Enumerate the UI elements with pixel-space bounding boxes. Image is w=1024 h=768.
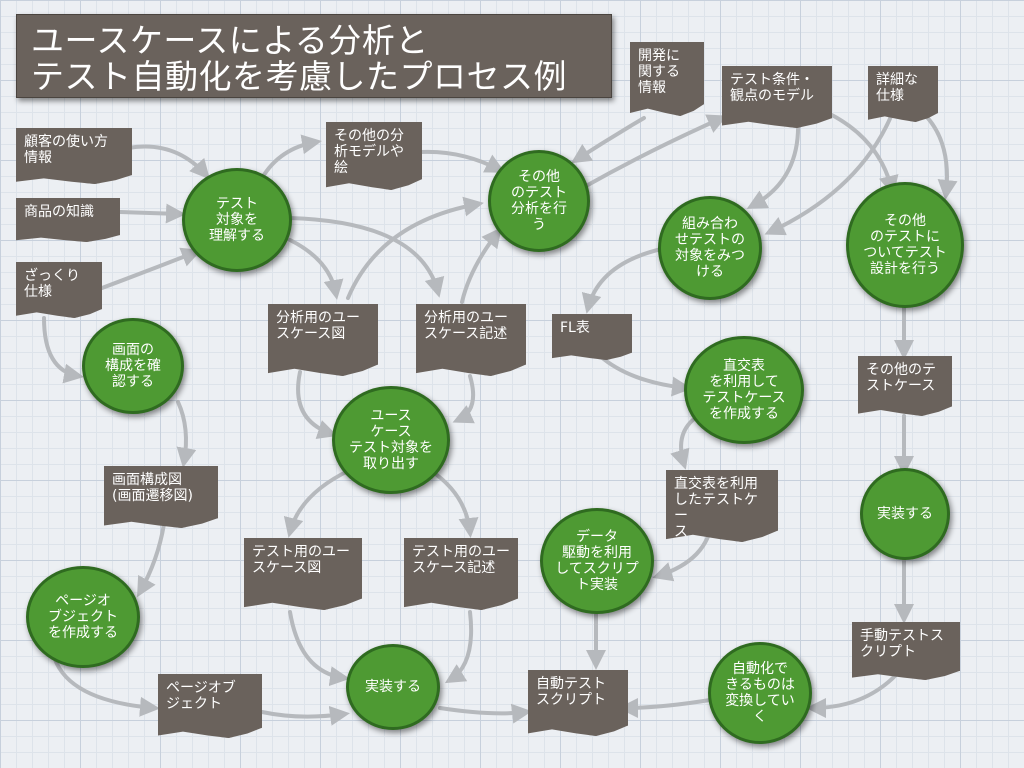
- process-design-other-label: その他 のテストに ついてテスト 設計を行う: [863, 213, 947, 277]
- arrow-ucdiagram-to-extract: [296, 370, 338, 440]
- doc-customer-usage-label: 顧客の使い方 情報: [24, 134, 108, 166]
- doc-customer-usage: 顧客の使い方 情報: [16, 128, 132, 184]
- arrow-othermodels-to-analyzeother: [418, 149, 506, 173]
- process-automate-convert: 自動化で きるものは 変換してい く: [708, 642, 812, 744]
- arrow-pageobjdoc-to-implement: [260, 705, 350, 726]
- process-create-orthogonal-label: 直交表 を利用して テストケース を作成する: [702, 358, 786, 422]
- arrow-testucdiagram-to-implement: [288, 610, 350, 687]
- doc-other-testcases-label: その他のテ ストケース: [866, 362, 936, 394]
- arrow-fl-to-orthogonal: [598, 354, 692, 397]
- doc-dev-info: 開発に 関する 情報: [630, 42, 704, 116]
- arrow-understand-to-othermodels: [260, 134, 322, 180]
- doc-dev-info-label: 開発に 関する 情報: [638, 48, 680, 96]
- doc-screen-diagram: 画面構成図 (画面遷移図): [104, 466, 218, 528]
- doc-test-condition-model-label: テスト条件・ 観点のモデル: [730, 72, 814, 104]
- process-implement-right-label: 実装する: [877, 506, 933, 522]
- title-line-2: テスト自動化を考慮したプロセス例: [31, 57, 567, 96]
- doc-analysis-uc-diagram: 分析用のユー スケース図: [268, 304, 378, 376]
- process-automate-convert-label: 自動化で きるものは 変換してい く: [725, 661, 795, 725]
- process-confirm-screen: 画面の 構成を確 認する: [82, 318, 184, 414]
- doc-orthogonal-testcases-label: 直交表を利用 したテストケー ス: [674, 476, 758, 540]
- arrow-testmodel-to-combination: [746, 120, 801, 209]
- arrow-detail-to-combination: [764, 112, 894, 236]
- doc-test-uc-diagram-label: テスト用のユー スケース図: [252, 544, 350, 576]
- process-design-other: その他 のテストに ついてテスト 設計を行う: [846, 182, 964, 308]
- doc-test-uc-desc-label: テスト用のユー スケース記述: [412, 544, 510, 576]
- process-implement-center: 実装する: [346, 644, 440, 730]
- arrow-screen-to-pageobject: [137, 522, 166, 598]
- doc-auto-script: 自動テスト スクリプト: [528, 670, 628, 736]
- arrow-confirm-to-screen: [176, 400, 197, 468]
- doc-analysis-uc-desc-label: 分析用のユー スケース記述: [424, 310, 508, 342]
- process-extract-uc-target: ユース ケース テスト対象を 取り出す: [332, 386, 450, 494]
- process-find-combination: 組み合わ せテストの 対象をみつ ける: [658, 196, 762, 300]
- process-implement-center-label: 実装する: [365, 679, 421, 695]
- doc-rough-spec: ざっくり 仕様: [16, 262, 102, 318]
- process-create-orthogonal: 直交表 を利用して テストケース を作成する: [684, 336, 804, 444]
- title-line-1: ユースケースによる分析と: [31, 21, 429, 60]
- doc-product-knowledge: 商品の知識: [16, 198, 120, 242]
- doc-manual-script-label: 手動テストス クリプト: [860, 628, 944, 660]
- page-title: ユースケースによる分析と テスト自動化を考慮したプロセス例: [16, 14, 612, 98]
- process-understand-target-label: テスト 対象を 理解する: [209, 196, 265, 244]
- arrow-extract-to-testucdiagram: [283, 468, 352, 538]
- arrow-understand-to-ucdiagram: [288, 238, 344, 300]
- process-find-combination-label: 組み合わ せテストの 対象をみつ ける: [675, 216, 745, 280]
- process-confirm-screen-label: 画面の 構成を確 認する: [105, 342, 161, 390]
- doc-test-condition-model: テスト条件・ 観点のモデル: [722, 66, 832, 128]
- arrow-detail-to-designother: [920, 110, 958, 200]
- arrow-ucdiagram-to-analyzeother: [346, 196, 484, 300]
- doc-page-object: ページオブ ジェクト: [158, 674, 262, 738]
- doc-test-uc-diagram: テスト用のユー スケース図: [244, 538, 362, 610]
- arrow-automate-to-autoscript: [618, 697, 712, 718]
- arrow-extract-to-testucdesc: [428, 468, 479, 538]
- doc-manual-script: 手動テストス クリプト: [852, 622, 960, 680]
- arrow-implement-to-autoscript: [438, 703, 532, 724]
- arrow-analyzeother-to-testmodel: [584, 114, 728, 188]
- doc-rough-spec-label: ざっくり 仕様: [24, 268, 80, 300]
- arrow-orthogonal-to-orthotc: [670, 414, 700, 470]
- arrow-product-to-understand: [118, 203, 186, 224]
- doc-orthogonal-testcases: 直交表を利用 したテストケー ス: [666, 470, 778, 542]
- arrow-rough-to-confirm: [42, 316, 84, 384]
- process-analyze-other: その他 のテスト 分析を行 う: [488, 150, 590, 252]
- doc-test-uc-desc: テスト用のユー スケース記述: [404, 538, 518, 610]
- doc-fl-table: FL表: [552, 314, 632, 360]
- process-extract-uc-target-label: ユース ケース テスト対象を 取り出す: [349, 408, 433, 472]
- doc-other-testcases: その他のテ ストケース: [858, 356, 952, 416]
- arrow-usage-to-understand: [126, 144, 210, 180]
- arrow-combination-to-fl: [581, 246, 668, 314]
- process-implement-right: 実装する: [860, 468, 950, 560]
- arrow-ucdesc-to-extract: [452, 374, 475, 424]
- doc-detail-spec: 詳細な 仕様: [868, 66, 938, 122]
- arrow-testucdesc-to-implement: [444, 610, 474, 684]
- arrow-ucdesc-to-analyzeother: [460, 227, 502, 304]
- doc-analysis-uc-diagram-label: 分析用のユー スケース図: [276, 310, 360, 342]
- process-create-page-object: ページオ ブジェクト を作成する: [26, 566, 140, 668]
- doc-fl-table-label: FL表: [560, 320, 590, 336]
- doc-auto-script-label: 自動テスト スクリプト: [536, 676, 606, 708]
- process-data-driven: データ 駆動を利用 してスクリプ ト実装: [540, 508, 654, 614]
- arrow-devinfo-to-analyzeother: [570, 116, 646, 164]
- doc-detail-spec-label: 詳細な 仕様: [876, 72, 918, 104]
- process-create-page-object-label: ページオ ブジェクト を作成する: [48, 593, 118, 641]
- arrow-rough-to-understand: [100, 247, 202, 290]
- arrow-testmodel-to-designother: [828, 112, 899, 196]
- doc-screen-diagram-label: 画面構成図 (画面遷移図): [112, 472, 193, 504]
- doc-analysis-uc-desc: 分析用のユー スケース記述: [416, 304, 526, 376]
- doc-product-knowledge-label: 商品の知識: [24, 204, 94, 220]
- doc-other-models: その他の分 析モデルや 絵: [326, 122, 422, 190]
- process-understand-target: テスト 対象を 理解する: [182, 168, 292, 272]
- doc-other-models-label: その他の分 析モデルや 絵: [334, 128, 404, 176]
- process-analyze-other-label: その他 のテスト 分析を行 う: [511, 169, 567, 233]
- process-data-driven-label: データ 駆動を利用 してスクリプ ト実装: [555, 529, 639, 593]
- doc-page-object-label: ページオブ ジェクト: [166, 680, 236, 712]
